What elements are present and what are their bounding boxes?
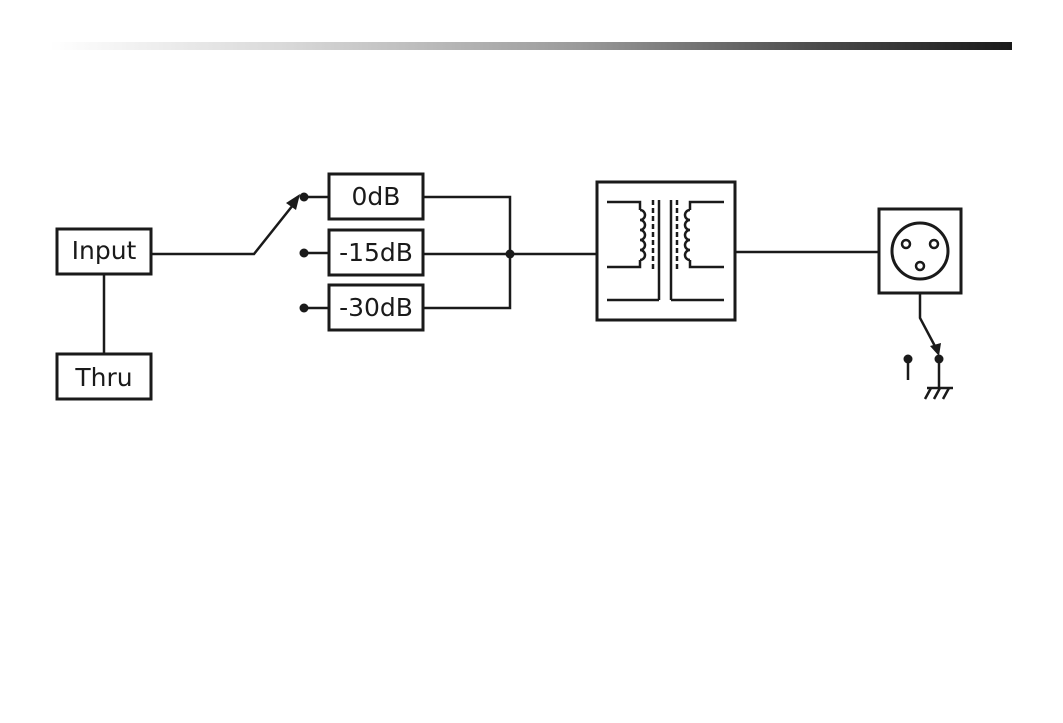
summing-bus <box>423 197 597 308</box>
input-block: Input <box>57 229 151 274</box>
xlr-connector-icon <box>879 209 961 293</box>
thru-label: Thru <box>74 363 132 392</box>
input-wire <box>151 200 297 254</box>
pad-selector-switch <box>300 193 330 313</box>
pad-0db-label: 0dB <box>352 182 401 211</box>
junction-dot <box>506 250 515 259</box>
pad-30db-label: -30dB <box>339 293 413 322</box>
pad-15db-label: -15dB <box>339 238 413 267</box>
pad-0db: 0dB <box>329 174 423 219</box>
transformer-icon <box>597 182 735 320</box>
pad-15db: -15dB <box>329 230 423 275</box>
input-label: Input <box>72 236 137 265</box>
thru-block: Thru <box>57 354 151 399</box>
ground-lift-switch-icon <box>904 293 954 399</box>
pad-30db: -30dB <box>329 285 423 330</box>
switch-arrow-icon <box>286 194 300 210</box>
